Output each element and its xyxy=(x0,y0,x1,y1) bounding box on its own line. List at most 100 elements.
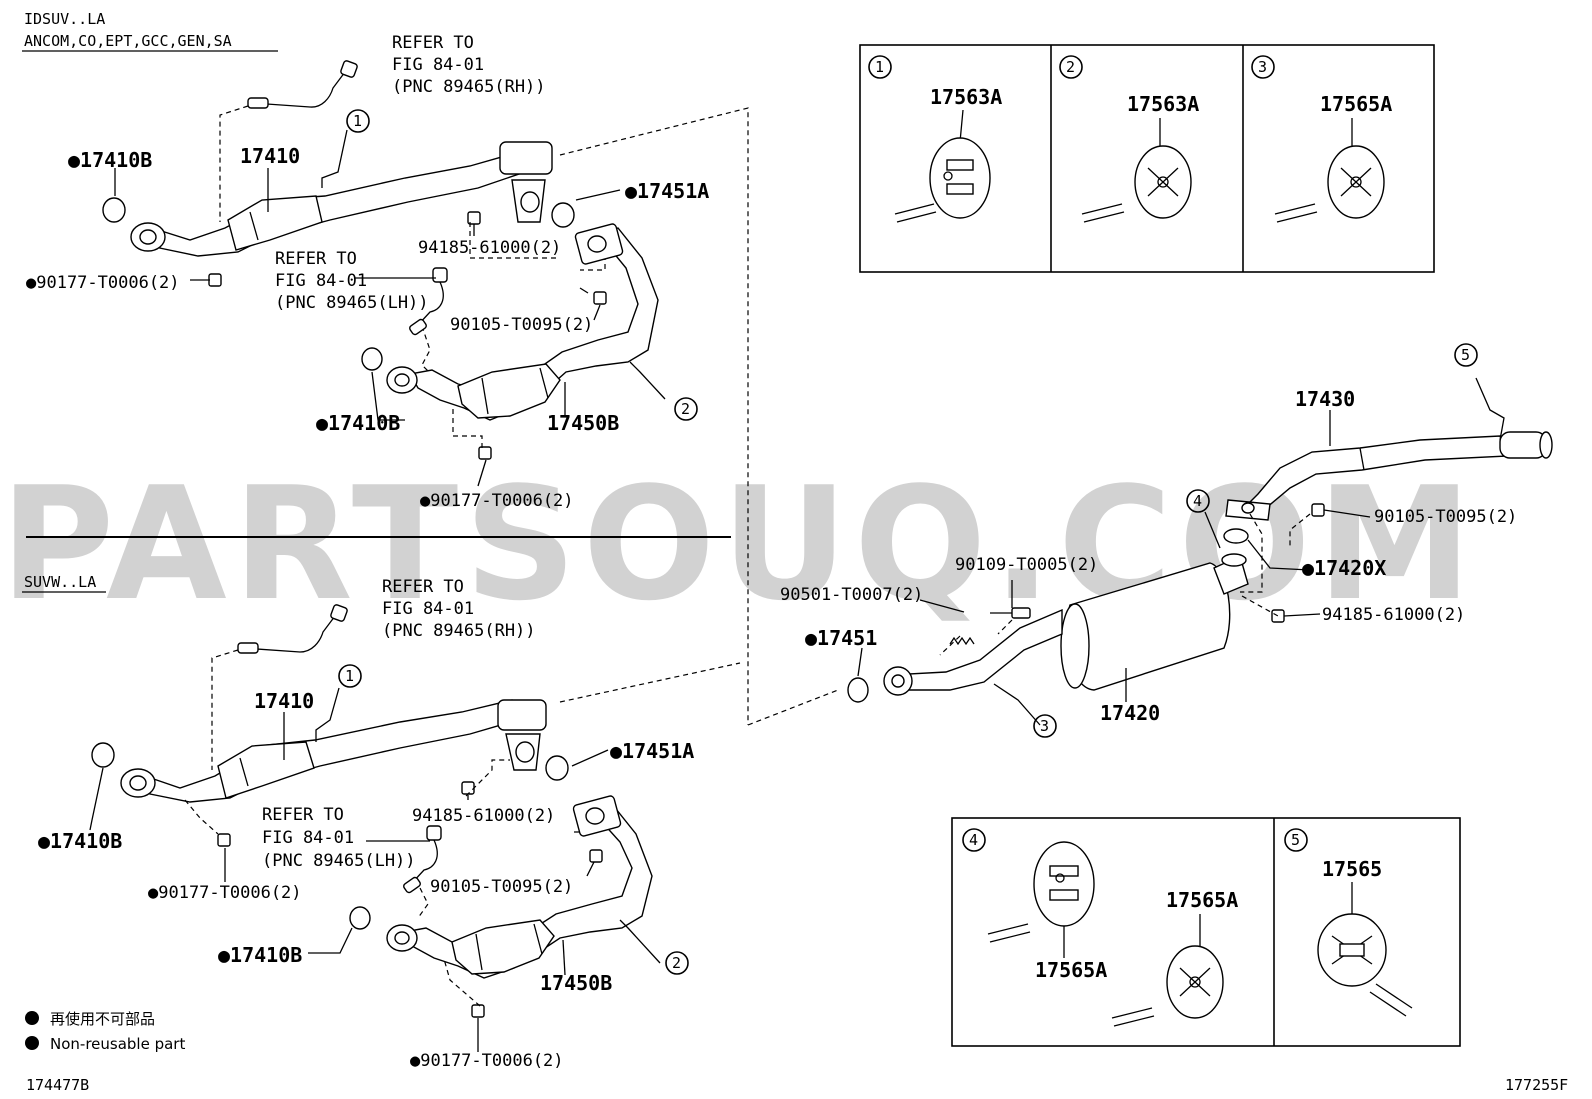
callout-5-detail: 5 xyxy=(1284,828,1308,852)
detail-part-17565A-4a[interactable]: 17565A xyxy=(1035,958,1107,982)
part-17450B-bottom[interactable]: 17450B xyxy=(540,971,612,995)
part-90177-T0006-lower-bottom[interactable]: ●90177-T0006(2) xyxy=(410,1051,564,1071)
part-17451A-bottom[interactable]: ●17451A xyxy=(610,739,694,763)
part-17410B[interactable]: ●17410B xyxy=(68,148,152,172)
part-90109-T0005[interactable]: 90109-T0005(2) xyxy=(955,555,1098,575)
svg-text:5: 5 xyxy=(1461,346,1470,364)
svg-text:1: 1 xyxy=(353,112,362,130)
callout-5[interactable]: 5 xyxy=(1454,343,1478,367)
svg-text:4: 4 xyxy=(969,831,978,849)
top-exhaust-assembly xyxy=(102,60,666,487)
spring-icon xyxy=(949,636,975,646)
svg-text:2: 2 xyxy=(672,954,681,972)
nut-icon xyxy=(461,781,475,795)
part-90105-T0095-right[interactable]: 90105-T0095(2) xyxy=(1374,507,1517,527)
part-90177-T0006-lower[interactable]: ●90177-T0006(2) xyxy=(420,491,574,511)
model-code-line2: ANCOM,CO,EPT,GCC,GEN,SA xyxy=(24,32,232,50)
part-17450B[interactable]: 17450B xyxy=(547,411,619,435)
part-17410B-bottom[interactable]: ●17410B xyxy=(38,829,122,853)
bottom-exhaust-assembly xyxy=(89,604,661,1052)
refer-rh-line2: FIG 84-01 xyxy=(392,55,484,75)
part-17420X[interactable]: ●17420X xyxy=(1302,556,1386,580)
part-90105-T0095[interactable]: 90105-T0095(2) xyxy=(450,315,593,335)
bolt-icon xyxy=(1311,503,1325,517)
refer-lh-line2-bottom: FIG 84-01 xyxy=(262,828,354,848)
legend-bullet-icon xyxy=(25,1036,39,1050)
part-17420[interactable]: 17420 xyxy=(1100,701,1160,725)
gasket-17410b-icon xyxy=(102,197,126,223)
part-94185-61000-bottom[interactable]: 94185-61000(2) xyxy=(412,806,555,826)
part-90177-T0006-bottom[interactable]: ●90177-T0006(2) xyxy=(148,883,302,903)
gasket-17420x-icon xyxy=(1223,528,1249,544)
part-17451[interactable]: ●17451 xyxy=(805,626,877,650)
detail-part-17565-5[interactable]: 17565 xyxy=(1322,857,1382,881)
rubber-hanger-icon xyxy=(1033,841,1095,927)
part-90105-T0095-bottom[interactable]: 90105-T0095(2) xyxy=(430,877,573,897)
callout-1-detail: 1 xyxy=(868,55,892,79)
rubber-hanger-icon xyxy=(1134,145,1192,219)
part-17410B-lower[interactable]: ●17410B xyxy=(316,411,400,435)
refer-rh-line1-bottom: REFER TO xyxy=(382,577,464,597)
legend-english: Non-reusable part xyxy=(50,1035,185,1053)
legend-bullet-icon xyxy=(25,1011,39,1025)
part-17430[interactable]: 17430 xyxy=(1295,387,1355,411)
legend-japanese: 再使用不可部品 xyxy=(50,1010,155,1028)
refer-rh-line1: REFER TO xyxy=(392,33,474,53)
svg-text:2: 2 xyxy=(1066,58,1075,76)
rubber-hanger-icon xyxy=(929,137,991,219)
callout-3-detail: 3 xyxy=(1251,55,1275,79)
callout-2-bottom[interactable]: 2 xyxy=(665,951,689,975)
gasket-17451-icon xyxy=(847,677,869,703)
model-code-line1: IDSUV..LA xyxy=(24,10,105,28)
nut-icon xyxy=(1271,609,1285,623)
part-17451A[interactable]: ●17451A xyxy=(625,179,709,203)
detail-part-17565A-3[interactable]: 17565A xyxy=(1320,92,1392,116)
detail-part-17563A-2[interactable]: 17563A xyxy=(1127,92,1199,116)
callout-4[interactable]: 4 xyxy=(1186,489,1210,513)
refer-lh-line2: FIG 84-01 xyxy=(275,271,367,291)
svg-text:3: 3 xyxy=(1040,717,1049,735)
callout-1-top[interactable]: 1 xyxy=(346,109,370,133)
part-90501-T0007[interactable]: 90501-T0007(2) xyxy=(780,585,923,605)
part-90177-T0006[interactable]: ●90177-T0006(2) xyxy=(26,273,180,293)
refer-lh-line3-bottom: (PNC 89465(LH)) xyxy=(262,851,416,871)
callout-1-bottom[interactable]: 1 xyxy=(338,664,362,688)
svg-text:5: 5 xyxy=(1291,831,1300,849)
refer-lh-line1: REFER TO xyxy=(275,249,357,269)
refer-rh-line2-bottom: FIG 84-01 xyxy=(382,599,474,619)
gasket-17410b-lower-icon xyxy=(361,347,383,371)
rubber-hanger-icon xyxy=(1166,945,1224,1019)
gasket-17451a-icon xyxy=(545,755,569,781)
nut-icon xyxy=(217,833,231,847)
rubber-hanger-icon xyxy=(1327,145,1385,219)
refer-rh-line3: (PNC 89465(RH)) xyxy=(392,77,546,97)
bolt-icon xyxy=(1011,607,1031,619)
detail-box-hangers-4-5: 4 17565A 17565A 5 17565 xyxy=(951,817,1461,1047)
rear-exhaust-assembly xyxy=(847,377,1553,726)
svg-text:1: 1 xyxy=(345,667,354,685)
part-17410B-lower-bottom[interactable]: ●17410B xyxy=(218,943,302,967)
callout-3[interactable]: 3 xyxy=(1033,714,1057,738)
nut-icon xyxy=(208,273,222,287)
detail-box-hangers-1-3: 1 17563A 2 17563A 3 17565A xyxy=(859,44,1435,273)
gasket-17451a-icon xyxy=(551,202,575,228)
svg-text:4: 4 xyxy=(1193,492,1202,510)
part-17410[interactable]: 17410 xyxy=(240,144,300,168)
refer-rh-line3-bottom: (PNC 89465(RH)) xyxy=(382,621,536,641)
refer-lh-line3: (PNC 89465(LH)) xyxy=(275,293,429,313)
svg-text:2: 2 xyxy=(681,400,690,418)
bolt-icon xyxy=(593,291,607,305)
bolt-icon xyxy=(589,849,603,863)
detail-part-17565A-4b[interactable]: 17565A xyxy=(1166,888,1238,912)
figure-code-right: 177255F xyxy=(1505,1076,1568,1094)
callout-2-top[interactable]: 2 xyxy=(674,397,698,421)
part-94185-61000-right[interactable]: 94185-61000(2) xyxy=(1322,605,1465,625)
callout-4-detail: 4 xyxy=(962,828,986,852)
figure-code-left: 174477B xyxy=(26,1076,89,1094)
svg-text:3: 3 xyxy=(1258,58,1267,76)
part-94185-61000[interactable]: 94185-61000(2) xyxy=(418,238,561,258)
part-17410-bottom[interactable]: 17410 xyxy=(254,689,314,713)
callout-2-detail: 2 xyxy=(1059,55,1083,79)
detail-part-17563A-1[interactable]: 17563A xyxy=(930,85,1002,109)
